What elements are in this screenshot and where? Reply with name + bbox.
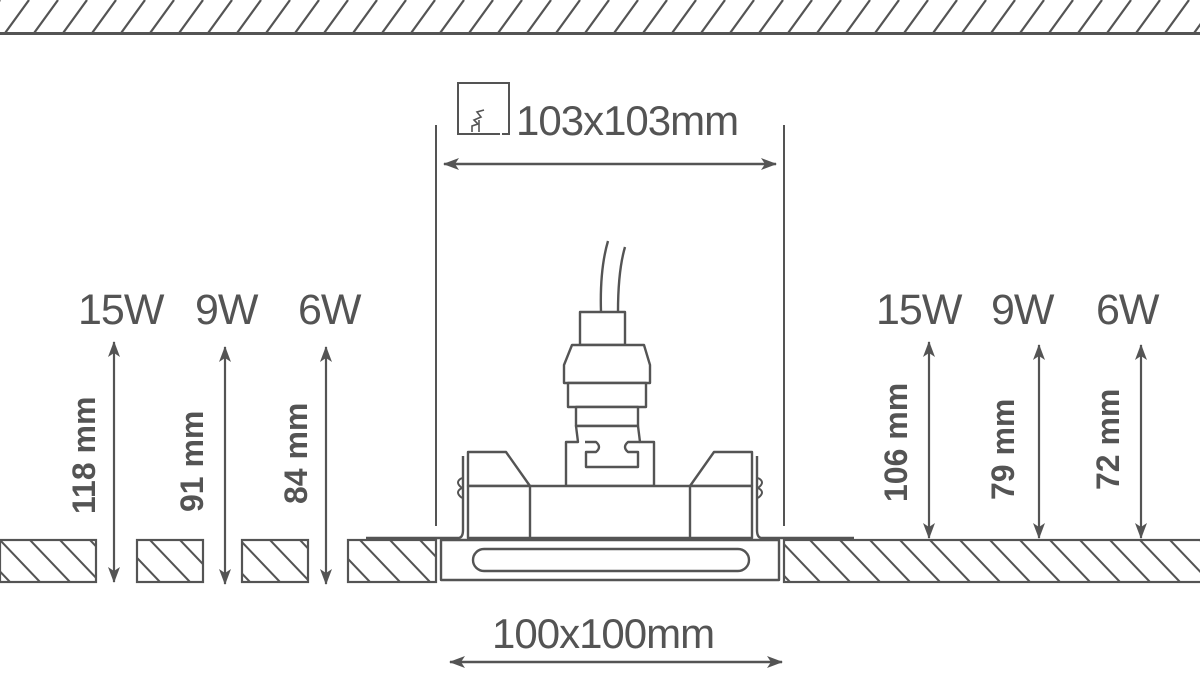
right-height-9w: 79 mm: [985, 398, 1021, 500]
right-height-15w: 106 mm: [878, 382, 914, 502]
right-wattage-9w: 9W: [991, 286, 1054, 334]
cutout-dimension: [435, 125, 785, 526]
left-height-6w: 84 mm: [278, 402, 314, 504]
left-height-arrows: [108, 341, 332, 585]
left-wattage-6w: 6W: [298, 286, 361, 334]
face-size-label: 100x100mm: [492, 610, 715, 657]
top-slab-hatch: [0, 0, 1200, 35]
right-wattage-6w: 6W: [1096, 286, 1159, 334]
ceiling-section: [0, 538, 1200, 584]
right-height-arrows: [923, 341, 1147, 539]
cutout-size-label: 103x103mm: [516, 97, 739, 144]
cutout-hole-icon: [457, 82, 510, 135]
left-wattage-9w: 9W: [195, 286, 258, 334]
left-wattage-15w: 15W: [78, 286, 164, 334]
downlight-fixture: [366, 240, 854, 582]
left-height-15w: 118 mm: [66, 396, 102, 514]
right-height-6w: 72 mm: [1090, 388, 1126, 490]
right-wattage-15w: 15W: [876, 286, 962, 334]
left-height-9w: 91 mm: [174, 410, 210, 512]
